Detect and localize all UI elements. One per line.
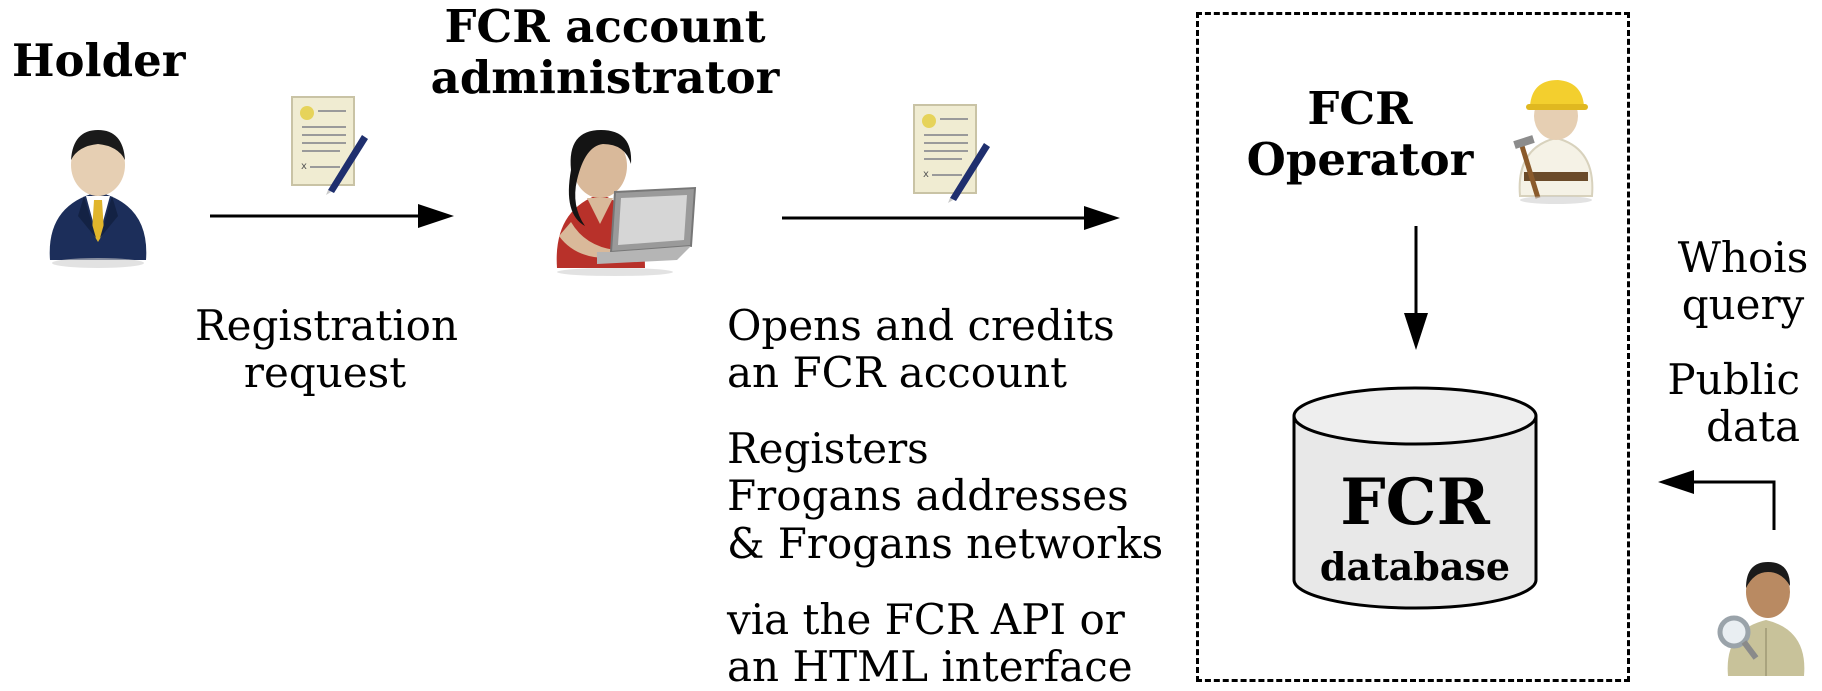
worker-with-hard-hat-icon <box>1513 80 1594 204</box>
operator-title: FCR Operator <box>1240 82 1480 186</box>
svg-text:x: x <box>301 161 307 172</box>
document-icon-2: x <box>913 104 990 203</box>
via-api-line-2: an HTML interface <box>727 642 1133 691</box>
database-cylinder-icon <box>1292 386 1538 610</box>
administrator-title-line-1: FCR account <box>444 0 766 53</box>
registers-label: Registers Frogans addresses & Frogans ne… <box>727 424 1164 568</box>
database-name: FCR <box>1340 465 1490 540</box>
whois-line-1: Whois <box>1677 233 1809 282</box>
registration-label-line-1: Registration <box>195 301 458 350</box>
woman-with-laptop-icon <box>556 130 697 276</box>
opens-credits-line-1: Opens and credits <box>727 301 1115 350</box>
public-data-label: Public data <box>1660 356 1800 451</box>
opens-credits-label: Opens and credits an FCR account <box>727 302 1115 397</box>
whois-query-label: Whois query <box>1668 234 1818 329</box>
holder-title: Holder <box>12 34 186 87</box>
person-with-magnifier-icon <box>1717 562 1805 676</box>
operator-title-line-1: FCR <box>1307 82 1413 135</box>
registration-arrow <box>210 204 454 228</box>
registers-line-2: Frogans addresses <box>727 471 1129 521</box>
via-api-line-1: via the FCR API or <box>727 595 1125 644</box>
registration-label-line-2: request <box>243 348 407 398</box>
svg-text:x: x <box>923 169 929 180</box>
administrator-title: FCR account administrator <box>430 0 780 104</box>
database-subtitle: database <box>1319 544 1511 589</box>
account-arrow <box>782 206 1120 230</box>
administrator-title-line-2: administrator <box>430 50 780 104</box>
registers-line-3: & Frogans networks <box>727 518 1164 568</box>
operator-title-line-2: Operator <box>1246 132 1474 186</box>
public-query-arrow <box>1658 470 1776 530</box>
registers-line-1: Registers <box>727 424 929 473</box>
operator-boundary <box>1196 12 1630 682</box>
businessman-icon <box>49 130 147 268</box>
public-data-line-2: data <box>1706 402 1800 452</box>
via-api-label: via the FCR API or an HTML interface <box>727 596 1133 691</box>
opens-credits-line-2: an FCR account <box>727 348 1068 398</box>
public-data-line-1: Public <box>1667 355 1800 404</box>
operator-to-database-arrow <box>1404 226 1428 350</box>
registration-request-label: Registration request <box>195 301 458 398</box>
whois-line-2: query <box>1681 280 1805 330</box>
document-icon-1: x <box>291 96 368 195</box>
